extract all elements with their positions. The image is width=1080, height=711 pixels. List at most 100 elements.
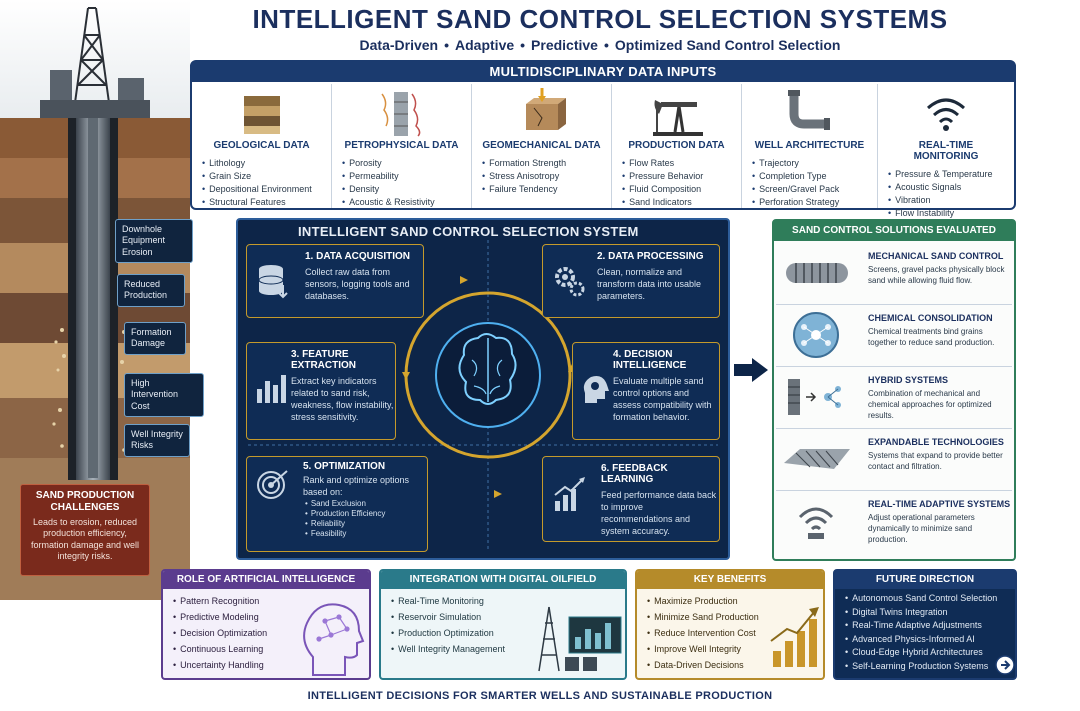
- selection-system-panel: INTELLIGENT SAND CONTROL SELECTION SYSTE…: [236, 218, 730, 560]
- tagline-item: Data-Driven: [359, 37, 439, 53]
- input-item: Fluid Composition: [622, 183, 731, 196]
- input-item: Screen/Gravel Pack: [752, 183, 867, 196]
- growth-chart-icon: [551, 477, 587, 513]
- input-geomechanical: GEOMECHANICAL DATA Formation Strength St…: [472, 84, 612, 208]
- step-title: 2. DATA PROCESSING: [597, 251, 704, 262]
- solution-title: HYBRID SYSTEMS: [868, 375, 949, 385]
- digital-oilfield-panel: INTEGRATION WITH DIGITAL OILFIELD Real-T…: [379, 569, 627, 680]
- input-item: Permeability: [342, 170, 461, 183]
- input-production: PRODUCTION DATA Flow Rates Pressure Beha…: [612, 84, 742, 208]
- right-arrow-icon: [734, 358, 768, 382]
- input-item: Acoustic & Resistivity: [342, 196, 461, 209]
- next-arrow-icon: [995, 655, 1015, 675]
- step-data-acquisition: 1. DATA ACQUISITION Collect raw data fro…: [246, 244, 424, 318]
- benefit-item: Reduce Intervention Cost: [647, 625, 813, 641]
- solution-description: Combination of mechanical and chemical a…: [868, 389, 992, 420]
- input-item: Perforation Strategy: [752, 196, 867, 209]
- solution-chemical: CHEMICAL CONSOLIDATION Chemical treatmen…: [776, 305, 1012, 367]
- input-item: Density: [342, 183, 461, 196]
- screen-pipe-icon: [780, 249, 854, 297]
- future-direction-item: Self-Learning Production Systems: [845, 660, 1005, 674]
- input-item: Failure Tendency: [482, 183, 601, 196]
- step-data-processing: 2. DATA PROCESSING Clean, normalize and …: [542, 244, 720, 318]
- input-item: Completion Type: [752, 170, 867, 183]
- step-description: Collect raw data from sensors, logging t…: [305, 267, 410, 301]
- digital-oilfield-heading: INTEGRATION WITH DIGITAL OILFIELD: [381, 571, 625, 589]
- input-item: Grain Size: [202, 170, 321, 183]
- key-benefits-heading: KEY BENEFITS: [637, 571, 823, 589]
- input-item: Sand Indicators: [622, 196, 731, 209]
- challenge-description: Leads to erosion, reduced production eff…: [30, 517, 140, 561]
- gears-icon: [551, 263, 587, 299]
- ai-role-item: Decision Optimization: [173, 625, 359, 641]
- data-inputs-heading: MULTIDISCIPLINARY DATA INPUTS: [192, 62, 1014, 82]
- solution-title: MECHANICAL SAND CONTROL: [868, 251, 1004, 261]
- solution-mechanical: MECHANICAL SAND CONTROL Screens, gravel …: [776, 243, 1012, 305]
- step-description: Rank and optimize options based on:: [303, 475, 410, 497]
- future-direction-item: Digital Twins Integration: [845, 606, 1005, 620]
- step-description: Feed performance data back to improve re…: [601, 490, 717, 536]
- input-item: Pressure Behavior: [622, 170, 731, 183]
- system-flow-graphic: [248, 240, 718, 550]
- input-petrophysical: PETROPHYSICAL DATA Porosity Permeability…: [332, 84, 472, 208]
- stressed-block-icon: [512, 88, 572, 138]
- bar-chart-icon: [253, 371, 289, 407]
- step-optimization: 5. OPTIMIZATION Rank and optimize option…: [246, 456, 428, 552]
- benefit-item: Data-Driven Decisions: [647, 657, 813, 673]
- benefit-item: Minimize Sand Production: [647, 609, 813, 625]
- step-title: 4. DECISION INTELLIGENCE: [613, 349, 687, 371]
- tagline-item: Predictive: [531, 37, 598, 53]
- digital-oilfield-item: Production Optimization: [391, 625, 615, 641]
- ai-role-item: Pattern Recognition: [173, 593, 359, 609]
- digital-oilfield-item: Well Integrity Management: [391, 641, 615, 657]
- digital-oilfield-item: Reservoir Simulation: [391, 609, 615, 625]
- ai-role-panel: ROLE OF ARTIFICIAL INTELLIGENCE Pattern …: [161, 569, 371, 680]
- future-direction-item: Advanced Physics-Informed AI: [845, 633, 1005, 647]
- solution-description: Chemical treatments bind grains together…: [868, 327, 995, 347]
- solution-expandable: EXPANDABLE TECHNOLOGIES Systems that exp…: [776, 429, 1012, 491]
- input-item: Vibration: [888, 194, 1004, 207]
- page-subtitle: Data-Driven•Adaptive•Predictive•Optimize…: [150, 37, 1050, 53]
- tagline-separator: •: [444, 37, 450, 53]
- step-feedback-learning: 6. FEEDBACK LEARNING Feed performance da…: [542, 456, 720, 542]
- step-description: Evaluate multiple sand control options a…: [613, 376, 712, 422]
- input-item: Structural Features: [202, 196, 321, 209]
- callout-equipment-erosion: Downhole Equipment Erosion: [115, 219, 193, 263]
- challenge-title: SAND PRODUCTION CHALLENGES: [35, 490, 135, 513]
- input-item: Stress Anisotropy: [482, 170, 601, 183]
- input-item: Porosity: [342, 157, 461, 170]
- solution-title: EXPANDABLE TECHNOLOGIES: [868, 437, 1004, 447]
- input-title: GEOMECHANICAL DATA: [482, 140, 601, 151]
- tagline-item: Optimized Sand Control Selection: [614, 37, 841, 53]
- solution-realtime-adaptive: REAL-TIME ADAPTIVE SYSTEMS Adjust operat…: [776, 491, 1012, 553]
- solutions-panel: SAND CONTROL SOLUTIONS EVALUATED MECHANI…: [772, 219, 1016, 561]
- page-title: INTELLIGENT SAND CONTROL SELECTION SYSTE…: [252, 4, 948, 34]
- input-geological: GEOLOGICAL DATA Lithology Grain Size Dep…: [192, 84, 332, 208]
- wifi-signal-icon: [916, 88, 976, 138]
- step-description: Clean, normalize and transform data into…: [597, 267, 702, 301]
- step-title: 1. DATA ACQUISITION: [305, 251, 410, 262]
- input-item: Trajectory: [752, 157, 867, 170]
- input-title: REAL-TIME MONITORING: [913, 140, 979, 162]
- ai-role-heading: ROLE OF ARTIFICIAL INTELLIGENCE: [163, 571, 369, 589]
- input-item: Depositional Environment: [202, 183, 321, 196]
- system-heading: INTELLIGENT SAND CONTROL SELECTION SYSTE…: [298, 224, 639, 239]
- future-direction-item: Autonomous Sand Control Selection: [845, 592, 1005, 606]
- step-decision-intelligence: 4. DECISION INTELLIGENCE Evaluate multip…: [572, 342, 720, 440]
- future-direction-panel: FUTURE DIRECTION Autonomous Sand Control…: [833, 569, 1017, 680]
- solution-description: Adjust operational parameters dynamicall…: [868, 513, 975, 544]
- tagline-separator: •: [603, 37, 609, 53]
- expandable-screen-icon: [780, 435, 854, 483]
- solution-description: Systems that expand to provide better co…: [868, 451, 1003, 471]
- solution-description: Screens, gravel packs physically block s…: [868, 265, 1005, 285]
- solution-title: CHEMICAL CONSOLIDATION: [868, 313, 993, 323]
- step-description: Extract key indicators related to sand r…: [291, 376, 394, 422]
- input-item: Flow Rates: [622, 157, 731, 170]
- step-title: 6. FEEDBACK LEARNING: [601, 463, 668, 485]
- data-inputs-panel: MULTIDISCIPLINARY DATA INPUTS GEOLOGICAL…: [190, 60, 1016, 218]
- benefit-item: Improve Well Integrity: [647, 641, 813, 657]
- callout-integrity-risks: Well Integrity Risks: [124, 424, 190, 457]
- solution-title: REAL-TIME ADAPTIVE SYSTEMS: [868, 499, 1011, 509]
- input-item: Acoustic Signals: [888, 181, 1004, 194]
- key-benefits-panel: KEY BENEFITS Maximize Production Minimiz…: [635, 569, 825, 680]
